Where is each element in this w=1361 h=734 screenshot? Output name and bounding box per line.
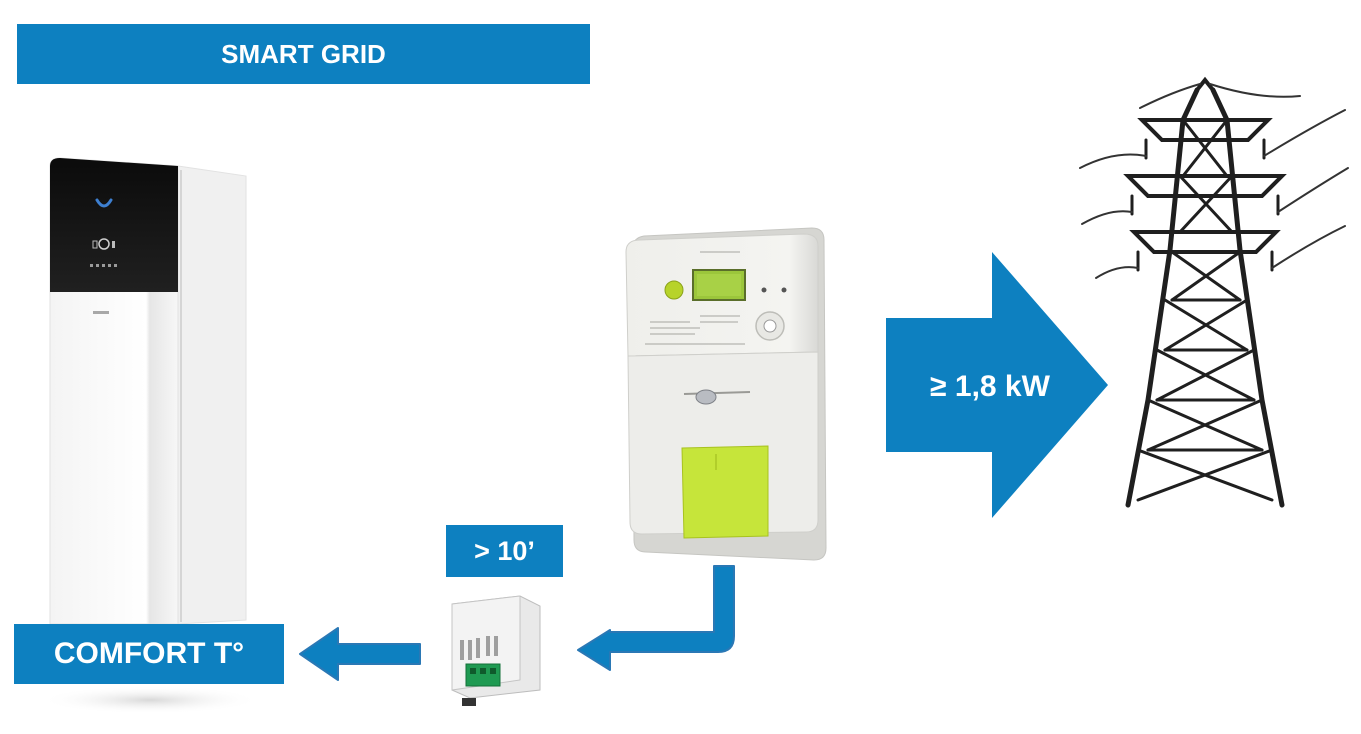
power-transmission-tower-icon (1079, 76, 1349, 508)
relay-to-comfort-arrow-icon (299, 627, 421, 681)
delay-text: > 10’ (474, 535, 535, 566)
heat-pump-unit-icon (40, 157, 260, 714)
meter-to-relay-arrow-icon (577, 565, 735, 671)
electricity-meter-icon (625, 227, 827, 561)
power-threshold-label: ≥ 1,8 kW (930, 370, 1050, 403)
comfort-banner: COMFORT T° (14, 624, 284, 684)
din-rail-relay-module-icon (451, 542, 541, 706)
delay-banner: > 10’ (446, 525, 563, 577)
title-banner: SMART GRID (17, 24, 590, 84)
comfort-text: COMFORT T° (53, 637, 245, 670)
power-arrow-icon (886, 252, 1108, 518)
title-text: SMART GRID (221, 38, 386, 69)
